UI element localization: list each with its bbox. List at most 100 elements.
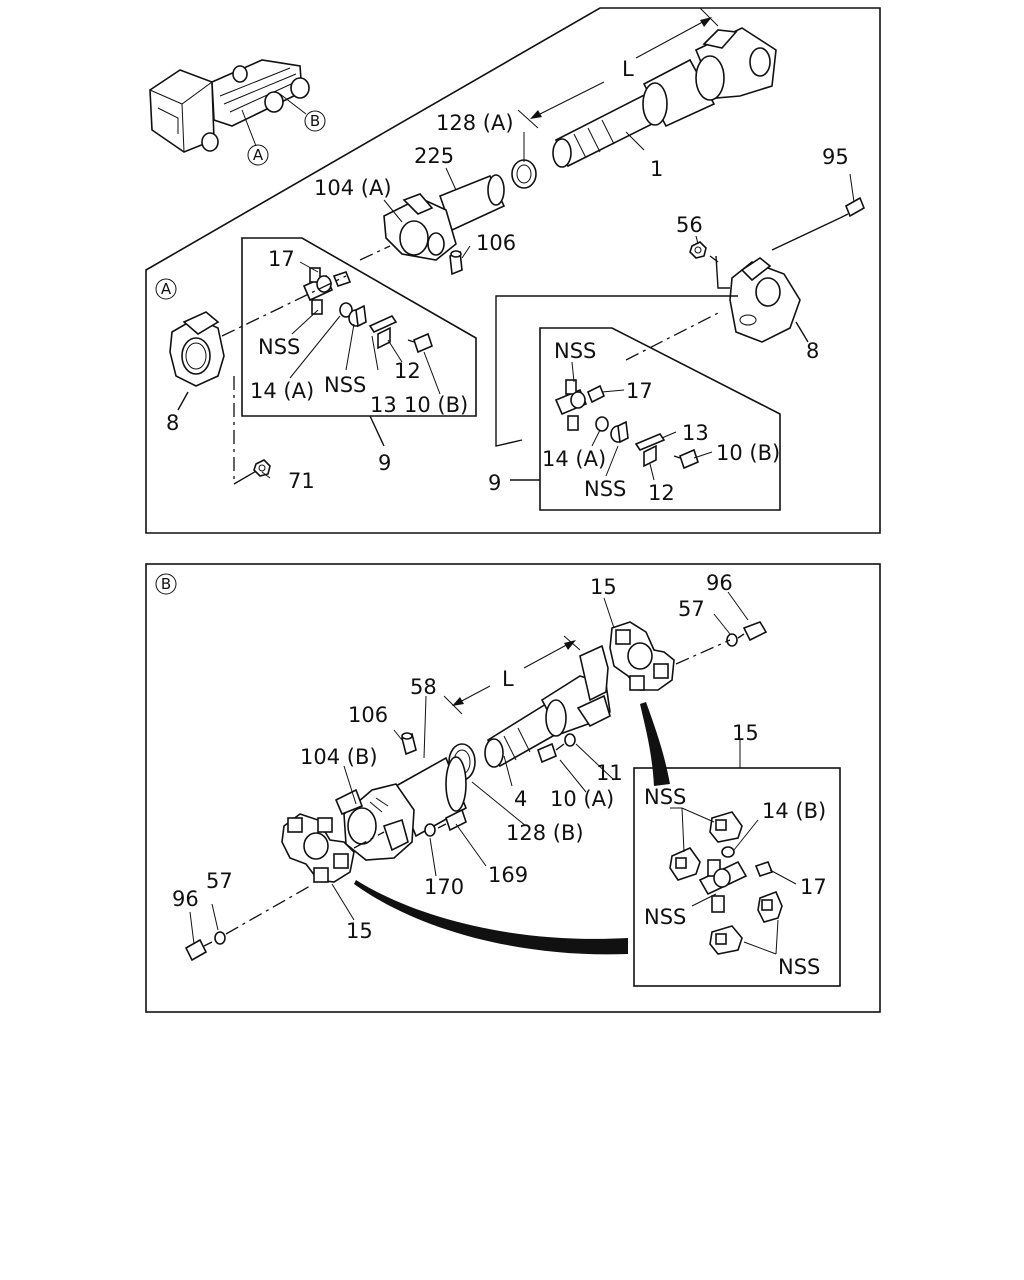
part-15-bottom-yoke — [281, 813, 355, 883]
section-b-marker: B — [155, 573, 177, 595]
label-10b-left: 10 (B) — [404, 393, 468, 417]
truck-marker-b: B — [304, 110, 326, 132]
part-10b-right-bolt — [673, 448, 699, 470]
swoosh-top — [640, 702, 670, 786]
label-106-b: 106 — [348, 703, 388, 727]
section-a: A A B — [145, 7, 881, 534]
label-12-left: 12 — [394, 359, 421, 383]
part-left-spider — [302, 267, 334, 315]
part-95-bolt — [839, 196, 866, 219]
label-9-left: 9 — [378, 451, 391, 475]
label-15-top: 15 — [590, 575, 617, 599]
detail-9-left-frame — [241, 237, 477, 417]
part-10b-left-bolt — [407, 332, 433, 354]
truck-illustration: A B — [149, 59, 326, 166]
swoosh-bottom — [354, 880, 628, 955]
part-106-b-nipple — [401, 732, 417, 756]
label-57-bottom: 57 — [206, 869, 233, 893]
section-b-frame — [145, 563, 881, 1013]
label-nss-left-2: NSS — [324, 373, 366, 397]
truck-marker-a: A — [247, 144, 269, 166]
part-13-left-bearing — [348, 304, 367, 328]
part-10a-bolt — [537, 742, 565, 764]
label-nss-right-2: NSS — [584, 477, 626, 501]
section-b-marker-text: B — [161, 575, 171, 593]
label-15-detail: 15 — [732, 721, 759, 745]
part-57-bottom-washer — [214, 931, 226, 945]
part-8-right-flange — [729, 257, 801, 343]
label-8-left: 8 — [166, 411, 179, 435]
label-10b-right: 10 (B) — [716, 441, 780, 465]
section-b: B — [145, 563, 881, 1013]
detail-15-bearing-cap-4 — [709, 925, 743, 955]
label-56: 56 — [676, 213, 703, 237]
label-104b: 104 (B) — [300, 745, 378, 769]
part-1-shaft — [552, 27, 777, 168]
label-128b: 128 (B) — [506, 821, 584, 845]
part-right-spider — [554, 379, 588, 431]
label-225: 225 — [414, 144, 454, 168]
section-a-marker: A — [155, 278, 177, 300]
label-169: 169 — [488, 863, 528, 887]
label-96-top: 96 — [706, 571, 733, 595]
label-10a: 10 (A) — [550, 787, 614, 811]
label-14b: 14 (B) — [762, 799, 826, 823]
detail-15-frame — [633, 767, 841, 987]
truck-marker-a-text: A — [253, 146, 264, 164]
part-17-left-nipple — [332, 271, 352, 287]
label-14a-left: 14 (A) — [250, 379, 314, 403]
label-13-right: 13 — [682, 421, 709, 445]
part-56-nut — [689, 241, 707, 259]
label-nss-left-1: NSS — [258, 335, 300, 359]
detail-17-nipple — [754, 861, 774, 877]
label-4: 4 — [514, 787, 527, 811]
label-nss-detail-2: NSS — [644, 905, 686, 929]
truck-marker-b-text: B — [310, 112, 320, 130]
label-14a-right: 14 (A) — [542, 447, 606, 471]
part-170-washer — [424, 823, 436, 837]
label-58: 58 — [410, 675, 437, 699]
label-71: 71 — [288, 469, 315, 493]
label-106: 106 — [476, 231, 516, 255]
part-106-nipple — [449, 250, 463, 276]
detail-15-bearing-cap-2 — [669, 847, 701, 881]
detail-15-bearing-cap-3 — [757, 890, 783, 923]
part-4-spline-yoke — [484, 644, 611, 768]
label-nss-detail-3: NSS — [778, 955, 820, 979]
part-8-left-flange — [169, 311, 225, 387]
label-1: 1 — [650, 157, 663, 181]
part-225-yoke-shaft — [383, 174, 506, 261]
label-104a: 104 (A) — [314, 176, 392, 200]
label-17-left: 17 — [268, 247, 295, 271]
part-71-nut — [253, 459, 271, 477]
detail-15-spider — [698, 859, 748, 913]
part-96-bottom-bolt — [184, 938, 213, 962]
section-a-frame — [145, 7, 881, 534]
label-l-b: L — [502, 667, 514, 691]
detail-14b-washer — [721, 846, 735, 858]
label-17-detail: 17 — [800, 875, 827, 899]
dimension-l-b — [443, 635, 581, 715]
part-11-washer — [564, 733, 576, 747]
part-57-top-washer — [726, 633, 738, 647]
part-14a-left-washer — [339, 302, 353, 318]
part-12-right-plate — [634, 433, 666, 468]
part-58-tube-yoke — [334, 756, 468, 861]
part-15-top-yoke — [609, 621, 675, 691]
label-96-bottom: 96 — [172, 887, 199, 911]
part-13-right-bearing — [610, 420, 629, 444]
part-128a-ring — [511, 159, 537, 189]
label-12-right: 12 — [648, 481, 675, 505]
label-8-right: 8 — [806, 339, 819, 363]
part-14a-right-washer — [595, 416, 609, 432]
label-11: 11 — [596, 761, 623, 785]
part-12-left-plate — [368, 314, 398, 350]
section-a-marker-text: A — [161, 280, 172, 298]
label-15-bottom: 15 — [346, 919, 373, 943]
label-95: 95 — [822, 145, 849, 169]
label-nss-detail-1: NSS — [644, 785, 686, 809]
part-96-top-bolt — [737, 621, 768, 642]
part-17-right-nipple — [586, 384, 606, 404]
dimension-l-a — [517, 7, 719, 129]
